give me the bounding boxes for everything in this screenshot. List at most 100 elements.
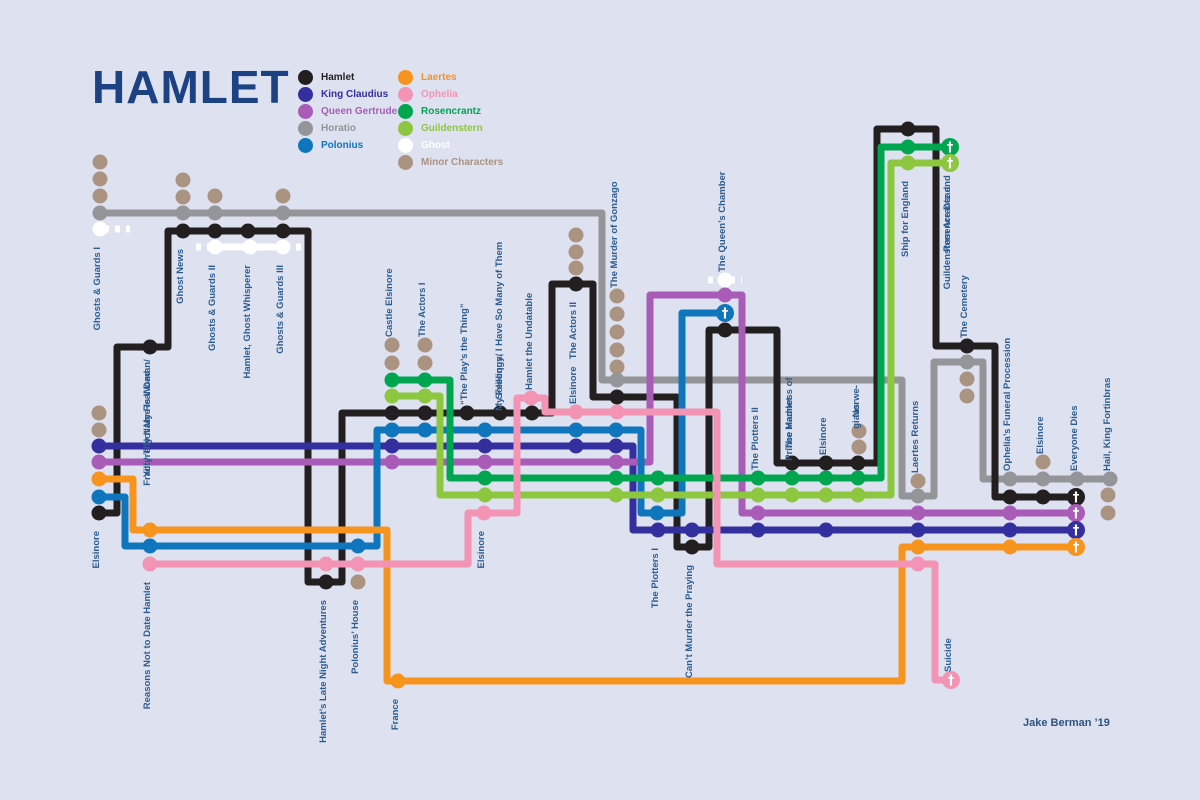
station-dot-hamlet bbox=[717, 322, 733, 338]
legend-item-claudius: King Claudius bbox=[298, 86, 397, 103]
station-dot-minor bbox=[417, 355, 433, 371]
station-dot-minor bbox=[384, 355, 400, 371]
station-dot-minor bbox=[851, 423, 867, 439]
station-dot-claudius bbox=[910, 522, 926, 538]
death-station-claudius bbox=[1067, 521, 1085, 539]
death-station-guildenstern bbox=[941, 154, 959, 172]
station-dot-gertrude bbox=[477, 454, 493, 470]
station-label: “The Play’s the Thing” bbox=[459, 303, 470, 405]
station-dot-hamlet bbox=[275, 223, 291, 239]
station-dot-minor bbox=[1035, 454, 1051, 470]
station-dot-minor bbox=[91, 405, 107, 421]
station-dot-ophelia bbox=[350, 556, 366, 572]
station-dot-horatio bbox=[175, 205, 191, 221]
station-dot-rosencrantz bbox=[417, 372, 433, 388]
dagger-icon: † bbox=[1073, 507, 1080, 522]
station-dot-horatio bbox=[1102, 471, 1118, 487]
death-station-polonius bbox=[716, 304, 734, 322]
station-dot-ophelia bbox=[142, 556, 158, 572]
station-dot-ophelia bbox=[568, 404, 584, 420]
dagger-icon: † bbox=[1073, 541, 1080, 556]
station-dot-guildenstern bbox=[900, 155, 916, 171]
death-station-laertes bbox=[1067, 538, 1085, 556]
station-dot-claudius bbox=[750, 522, 766, 538]
station-dot-horatio bbox=[959, 354, 975, 370]
legend-label: Horatio bbox=[321, 123, 356, 134]
station-dot-polonius bbox=[384, 422, 400, 438]
death-station-ophelia bbox=[942, 671, 960, 689]
station-label: Suicide bbox=[943, 638, 954, 672]
station-dot-guildenstern bbox=[417, 388, 433, 404]
station-label: Norwe- bbox=[851, 385, 862, 417]
legend-label: Ophelia bbox=[421, 89, 458, 100]
station-dot-minor bbox=[91, 422, 107, 438]
legend-item-ophelia: Ophelia bbox=[398, 86, 503, 103]
legend-dot-hamlet bbox=[298, 70, 313, 85]
station-label: The Actors I bbox=[417, 282, 428, 337]
station-dot-hamlet bbox=[459, 405, 475, 421]
station-dot-hamlet bbox=[91, 505, 107, 521]
legend-label: King Claudius bbox=[321, 89, 389, 100]
station-dot-polonius bbox=[477, 422, 493, 438]
station-dot-minor bbox=[207, 188, 223, 204]
station-dot-claudius bbox=[608, 438, 624, 454]
station-label: The Plotters I bbox=[650, 548, 661, 608]
station-dot-minor bbox=[568, 244, 584, 260]
legend-dot-gertrude bbox=[298, 104, 313, 119]
station-dot-horatio bbox=[92, 205, 108, 221]
station-dot-gertrude bbox=[910, 505, 926, 521]
station-dot-gertrude bbox=[608, 454, 624, 470]
station-label: Frailty Thy Name Is Woman/ bbox=[142, 359, 153, 486]
station-label: Hail, King Fortinbras bbox=[1102, 378, 1113, 471]
line-hamlet bbox=[95, 125, 1080, 586]
station-dot-claudius bbox=[684, 522, 700, 538]
station-dot-ophelia bbox=[318, 556, 334, 572]
station-dot-ghost bbox=[242, 239, 258, 255]
station-dot-minor bbox=[92, 154, 108, 170]
station-dot-minor bbox=[609, 288, 625, 304]
station-dot-rosencrantz bbox=[750, 470, 766, 486]
station-label: Laertes Returns bbox=[910, 401, 921, 473]
station-dot-minor bbox=[350, 574, 366, 590]
station-dot-hamlet bbox=[784, 455, 800, 471]
station-dot-hamlet bbox=[818, 455, 834, 471]
legend-dot-claudius bbox=[298, 87, 313, 102]
station-dot-claudius bbox=[568, 438, 584, 454]
station-label: The Madness of bbox=[784, 377, 795, 450]
dagger-icon: † bbox=[722, 307, 729, 322]
station-dot-guildenstern bbox=[477, 487, 493, 503]
station-dot-claudius bbox=[477, 438, 493, 454]
station-dot-ophelia bbox=[476, 505, 492, 521]
legend-item-gertrude: Queen Gertrude bbox=[298, 103, 397, 120]
station-label: Elsinore bbox=[1035, 417, 1046, 455]
station-label: Elsinore bbox=[91, 531, 102, 569]
station-dot-hamlet bbox=[318, 574, 334, 590]
station-label: Can’t Murder the Praying bbox=[684, 565, 695, 678]
station-dot-polonius bbox=[350, 538, 366, 554]
station-dot-hamlet bbox=[959, 338, 975, 354]
station-label: Prince Hamlet bbox=[784, 397, 795, 461]
legend-dot-ghost bbox=[398, 138, 413, 153]
station-dot-ghost bbox=[275, 239, 291, 255]
legend-label: Laertes bbox=[421, 72, 457, 83]
station-dot-guildenstern bbox=[818, 487, 834, 503]
station-label: Ghosts & Guards I bbox=[92, 247, 103, 330]
station-dot-claudius bbox=[650, 522, 666, 538]
station-dot-horatio bbox=[207, 205, 223, 221]
station-dot-rosencrantz bbox=[608, 470, 624, 486]
station-label: Ship for England bbox=[900, 181, 911, 257]
station-label: The Murder of Gonzago bbox=[609, 181, 620, 288]
death-station-rosencrantz bbox=[941, 138, 959, 156]
station-dot-laertes bbox=[142, 522, 158, 538]
station-dot-polonius bbox=[142, 538, 158, 554]
station-label: Ghosts & Guards III bbox=[275, 265, 286, 354]
death-station-gertrude bbox=[1067, 504, 1085, 522]
station-dot-rosencrantz bbox=[650, 470, 666, 486]
station-dot-minor bbox=[609, 306, 625, 322]
station-dot-gertrude bbox=[1002, 505, 1018, 521]
station-dot-gertrude bbox=[91, 454, 107, 470]
station-dot-minor bbox=[609, 342, 625, 358]
legend-item-rosencrantz: Rosencrantz bbox=[398, 103, 503, 120]
